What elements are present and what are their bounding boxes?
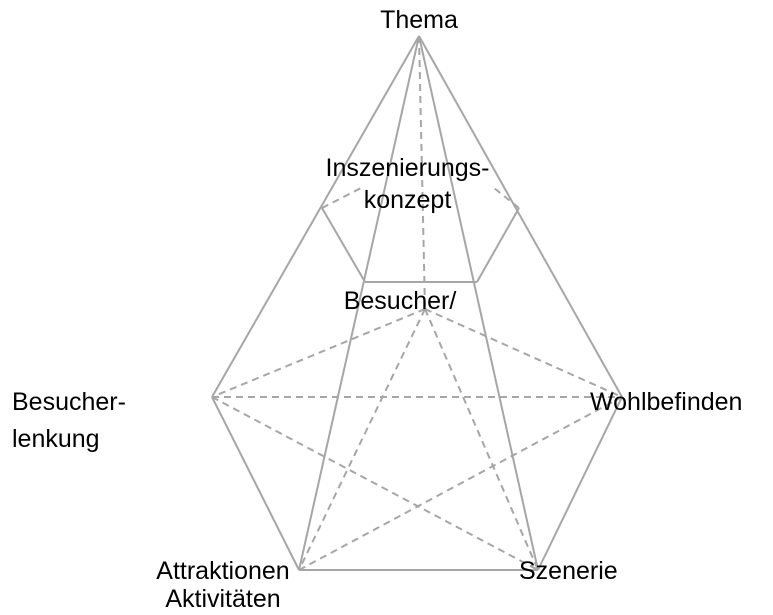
edge-wohlbefinden-thema <box>418 35 623 398</box>
hidden-edge-besucher-szenerie <box>424 308 539 571</box>
edge-thema-szenerie <box>418 35 539 571</box>
label-inszenierungskonzept-line2: konzept <box>363 186 452 214</box>
edge-thema-besucherlenkung <box>211 35 420 398</box>
label-besucherlenkung: Besucher- lenkung <box>12 388 126 453</box>
label-besucher-text: Besucher/ <box>343 287 457 315</box>
hidden-edge-besucher-besucherlenkung <box>211 308 426 398</box>
label-besucherlenkung-line1: Besucher- <box>12 388 126 416</box>
label-thema: Thema <box>349 6 489 34</box>
hidden-edge-inner-top-right <box>493 187 520 209</box>
label-wohlbefinden: Wohlbefinden <box>590 388 742 416</box>
hidden-edge-thema-besucher <box>418 35 426 310</box>
hidden-edge-attraktionen-wohlbefinden <box>298 396 623 571</box>
edge-thema-attraktionen <box>298 35 420 571</box>
hidden-edge-besucher-attraktionen <box>298 308 426 571</box>
hidden-edge-besucherlenkung-szenerie <box>211 396 539 571</box>
hidden-edge-besucher-wohlbefinden <box>424 308 623 398</box>
label-inszenierungskonzept-line1: Inszenierungs- <box>325 154 490 182</box>
label-attraktionen-line1: Attraktionen <box>156 557 290 585</box>
hidden-edge-inner-top-left <box>321 187 362 209</box>
edge-inner-right <box>476 207 520 283</box>
label-thema-text: Thema <box>380 6 458 34</box>
label-szenerie: Szenerie <box>519 557 618 585</box>
edge-besucherlenkung-attraktionen <box>211 396 300 571</box>
label-inszenierungskonzept: Inszenierungs- konzept <box>300 154 515 214</box>
label-szenerie-text: Szenerie <box>519 557 618 585</box>
label-attraktionen-aktivitaeten: Attraktionen Aktivitäten <box>128 557 318 613</box>
label-besucher: Besucher/ <box>320 287 480 315</box>
label-attraktionen-line2: Aktivitäten <box>165 585 281 613</box>
label-wohlbefinden-text: Wohlbefinden <box>590 388 743 416</box>
label-besucherlenkung-line2: lenkung <box>12 425 100 453</box>
edge-szenerie-wohlbefinden <box>537 396 623 571</box>
edge-inner-left <box>321 207 366 283</box>
